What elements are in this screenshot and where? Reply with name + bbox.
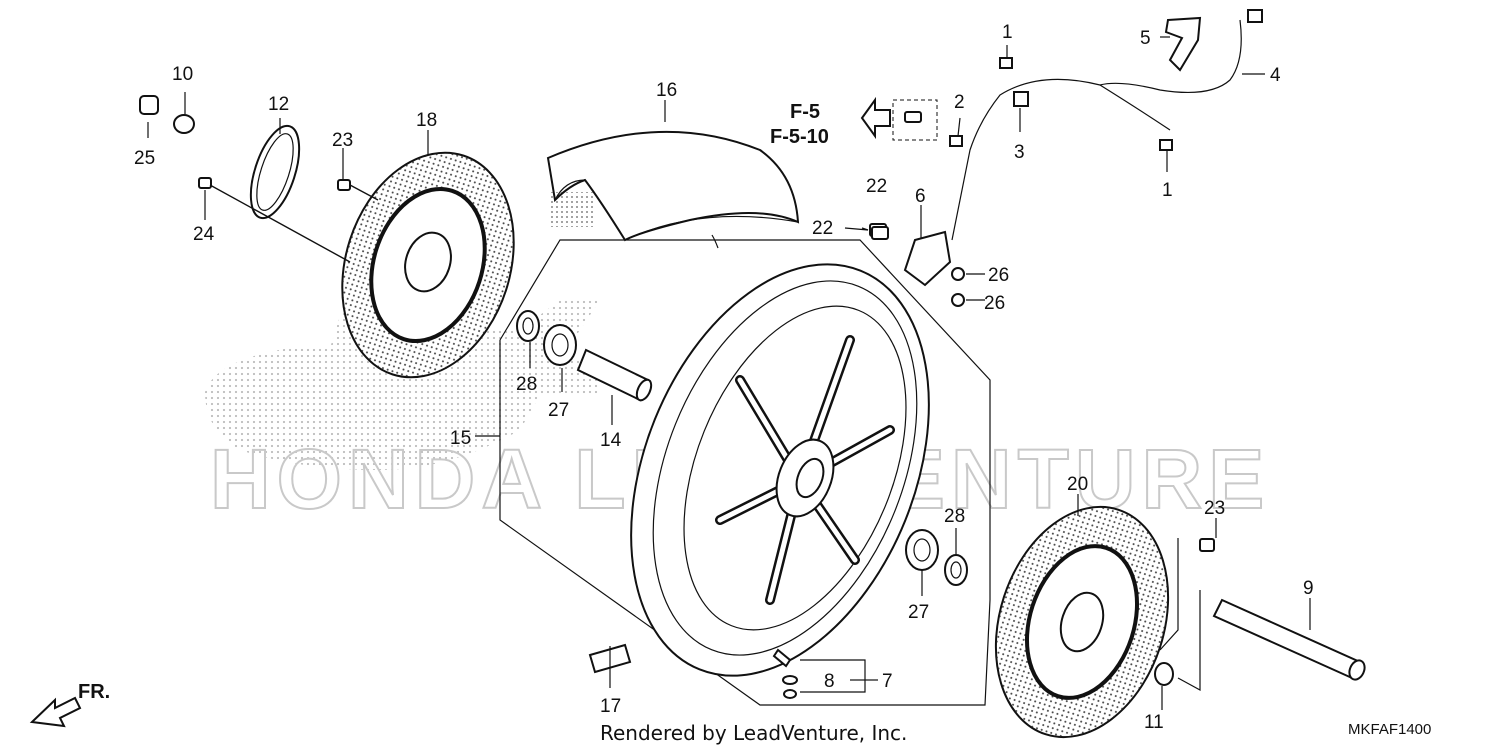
callout-23-left: 23	[332, 130, 353, 151]
tire	[546, 130, 800, 249]
reference-label-2: F-5-10	[770, 126, 829, 148]
callout-2: 2	[954, 92, 965, 113]
callout-22-top: 22	[866, 176, 887, 197]
callout-26-bottom: 26	[984, 293, 1005, 314]
callout-6: 6	[915, 186, 926, 207]
callout-1-top: 1	[1002, 22, 1013, 43]
bolt-25	[139, 95, 159, 115]
front-arrow-icon	[29, 696, 82, 728]
callout-8: 8	[824, 671, 835, 692]
callout-4: 4	[1270, 65, 1281, 86]
reference-arrow-icon	[860, 96, 891, 140]
callout-5: 5	[1140, 28, 1151, 49]
distance-collar	[576, 348, 653, 402]
bolt-23-left	[337, 179, 351, 191]
callout-labels: 1 1 2 3 4 5 6 7 8 9 10 11 12 14 15 16 17…	[134, 22, 1314, 733]
sensor-6	[903, 230, 952, 287]
wheel-rim	[630, 263, 930, 677]
callout-9: 9	[1303, 578, 1314, 599]
leader-24-line	[209, 184, 351, 263]
leader-right-1	[1159, 538, 1179, 651]
brake-disc-right	[994, 505, 1170, 739]
callout-22-bottom: 22	[812, 218, 833, 239]
reference-label-1: F-5	[790, 101, 820, 123]
wheel-speed-sensor-harness	[951, 9, 1263, 241]
nut-26-bottom	[951, 293, 965, 307]
callout-24: 24	[193, 224, 215, 245]
callout-15: 15	[450, 428, 471, 449]
nut-26-top	[951, 267, 965, 281]
collar-10	[173, 114, 195, 134]
wheel-assembly-bracket	[499, 239, 991, 706]
honda-wing-watermark	[205, 290, 600, 470]
bolt-23-right	[1199, 538, 1215, 552]
leader-right-2	[1177, 590, 1201, 692]
footer-credit: Rendered by LeadVenture, Inc.	[600, 721, 907, 745]
callout-10: 10	[172, 64, 193, 85]
callout-27-right: 27	[908, 602, 929, 623]
dust-seal-right	[944, 554, 968, 586]
callout-20: 20	[1067, 474, 1088, 495]
callout-28-right: 28	[944, 506, 965, 527]
callout-27-left: 27	[548, 400, 569, 421]
callout-3: 3	[1014, 142, 1025, 163]
reference-box	[860, 96, 938, 141]
callout-12: 12	[268, 94, 289, 115]
bearing-right	[905, 529, 939, 571]
bolt-24	[198, 177, 212, 189]
callout-16: 16	[656, 80, 677, 101]
clamp-1-bottom	[1159, 139, 1173, 151]
pulser-ring	[249, 124, 301, 220]
callout-11: 11	[1144, 712, 1164, 733]
front-axle	[1212, 598, 1366, 681]
diagram-code: MKFAF1400	[1348, 721, 1431, 738]
bearing-left	[543, 324, 577, 366]
sensor-bracket-5	[1164, 16, 1202, 72]
leader-23-line	[349, 184, 379, 201]
leader-lines	[147, 36, 1311, 710]
clamp-3	[1013, 91, 1029, 107]
callout-7: 7	[882, 671, 893, 692]
callout-25: 25	[134, 148, 155, 169]
dust-seal-left	[516, 310, 540, 342]
clamp-2	[949, 135, 963, 147]
callout-23-right: 23	[1204, 498, 1225, 519]
brake-disc-left	[341, 151, 515, 379]
callout-17: 17	[600, 696, 621, 717]
front-marker: FR.	[78, 681, 110, 703]
bolt-22-bottom	[871, 226, 889, 240]
tire-valve	[772, 648, 798, 699]
callout-1-bottom: 1	[1162, 180, 1173, 201]
collar-11	[1154, 662, 1174, 686]
front-arrow: FR.	[29, 681, 110, 728]
clamp-1-top	[999, 57, 1013, 69]
callout-26-top: 26	[988, 265, 1009, 286]
callout-14: 14	[600, 430, 622, 451]
callout-18: 18	[416, 110, 437, 131]
callout-28-left: 28	[516, 374, 537, 395]
